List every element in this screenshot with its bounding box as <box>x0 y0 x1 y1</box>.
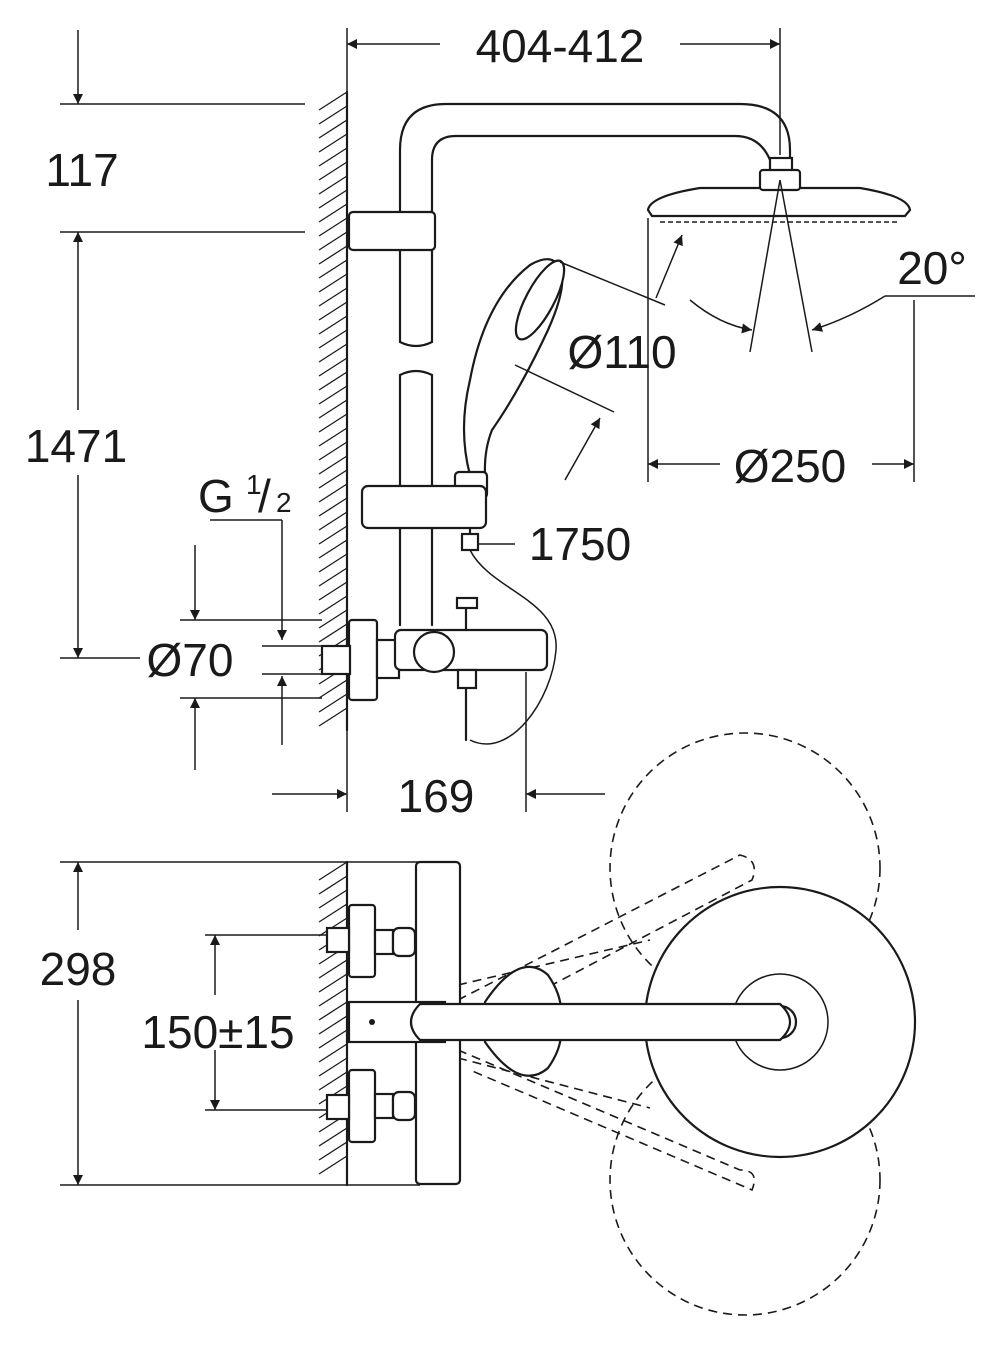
hatch-line <box>318 385 348 405</box>
hatch-line <box>318 497 348 517</box>
wall-hatching <box>318 91 348 727</box>
dim-label-arm-reach: 404-412 <box>476 20 645 72</box>
hatch-line <box>318 203 348 223</box>
hatch-line <box>318 147 348 167</box>
hatch-line <box>318 707 348 727</box>
hatch-line <box>318 161 348 181</box>
hatch-line <box>318 1141 348 1161</box>
dim-hand-shower: Ø110 <box>514 234 683 481</box>
dim-wall-projection: 169 <box>272 672 605 822</box>
dim-inlet-centres: 150±15 <box>141 934 327 1111</box>
hatch-line <box>318 273 348 293</box>
hatch-line <box>318 1001 348 1021</box>
dim-label-outlet-height: 1471 <box>25 420 127 472</box>
hatch-line <box>318 553 348 573</box>
hatch-line <box>318 693 348 713</box>
hatch-line <box>318 399 348 419</box>
hatch-line <box>318 889 348 909</box>
wall-plan <box>318 860 349 1187</box>
hatch-line <box>318 441 348 461</box>
hatch-line <box>318 343 348 363</box>
thread-prefix: G <box>198 470 234 522</box>
dim-label-head-shower: Ø250 <box>734 440 847 492</box>
dim-label-rosette: Ø70 <box>147 634 234 686</box>
dim-arm-height: 117 <box>45 30 305 233</box>
hatch-line <box>318 567 348 587</box>
hatch-line <box>318 987 348 1007</box>
hatch-line <box>318 1155 348 1175</box>
hatch-line <box>318 539 348 559</box>
hatch-line <box>318 133 348 153</box>
hatch-line <box>318 1071 348 1091</box>
dim-label-plan-depth: 298 <box>40 943 117 995</box>
dim-label-wall-projection: 169 <box>398 770 475 822</box>
dim-plan-depth: 298 <box>40 861 420 1186</box>
dim-thread: G 1 / 2 <box>198 469 292 745</box>
hatch-line <box>318 483 348 503</box>
hatch-line <box>318 119 348 139</box>
dim-arm-reach: 404-412 <box>346 20 781 155</box>
hatch-line <box>318 861 348 881</box>
hatch-line <box>318 315 348 335</box>
dim-hose-length: 1750 <box>478 518 631 570</box>
hatch-line <box>318 959 348 979</box>
hatch-line <box>318 413 348 433</box>
hatch-line <box>318 175 348 195</box>
hatch-line <box>318 511 348 531</box>
dim-head-shower: Ø250 <box>647 218 915 492</box>
hatch-line <box>318 623 348 643</box>
hatch-line <box>318 287 348 307</box>
hatch-line <box>318 1127 348 1147</box>
thermostat-mixer <box>320 596 549 742</box>
wall-elevation <box>318 90 349 732</box>
head-shower-plan <box>409 885 917 1159</box>
hatch-line <box>318 455 348 475</box>
thread-denominator: 2 <box>276 487 292 518</box>
dim-label-inlet-centres: 150±15 <box>141 1006 294 1058</box>
hatch-line <box>318 105 348 125</box>
hatch-line <box>318 525 348 545</box>
thread-slash: / <box>258 470 271 522</box>
hatch-line <box>318 245 348 265</box>
hand-shower <box>360 258 566 745</box>
dim-label-arm-height: 117 <box>45 144 118 196</box>
hatch-line <box>318 1015 348 1035</box>
dim-label-hose-length: 1750 <box>529 518 631 570</box>
hatch-line <box>318 595 348 615</box>
hatch-line <box>318 469 348 489</box>
hatch-line <box>318 581 348 601</box>
hatch-line <box>318 903 348 923</box>
hatch-line <box>318 329 348 349</box>
hatch-line <box>318 217 348 237</box>
dim-rosette: Ø70 <box>147 545 322 770</box>
hatch-line <box>318 609 348 629</box>
hatch-line <box>318 427 348 447</box>
hatch-line <box>318 679 348 699</box>
riser-rail <box>347 102 912 627</box>
hatch-line <box>318 259 348 279</box>
hatch-line <box>318 1043 348 1063</box>
hatch-line <box>318 371 348 391</box>
hatch-line <box>318 973 348 993</box>
dim-tilt-angle: 20° <box>689 179 975 353</box>
dim-label-hand-shower: Ø110 <box>567 326 676 378</box>
plan-view: 298 150±15 <box>40 732 917 1316</box>
wall-hatching-plan <box>318 861 348 1175</box>
hatch-line <box>318 231 348 251</box>
dim-label-tilt-angle: 20° <box>897 242 967 294</box>
hatch-line <box>318 875 348 895</box>
hatch-line <box>318 1057 348 1077</box>
thread-numerator: 1 <box>246 469 262 500</box>
hatch-line <box>318 301 348 321</box>
dim-outlet-height: 1471 <box>25 232 140 659</box>
elevation-view: 404-412 117 1471 G 1 / 2 <box>25 20 975 822</box>
hatch-line <box>318 1029 348 1049</box>
swing-range-dashed <box>457 732 881 1316</box>
hatch-line <box>318 91 348 111</box>
hatch-line <box>318 357 348 377</box>
hatch-line <box>318 189 348 209</box>
